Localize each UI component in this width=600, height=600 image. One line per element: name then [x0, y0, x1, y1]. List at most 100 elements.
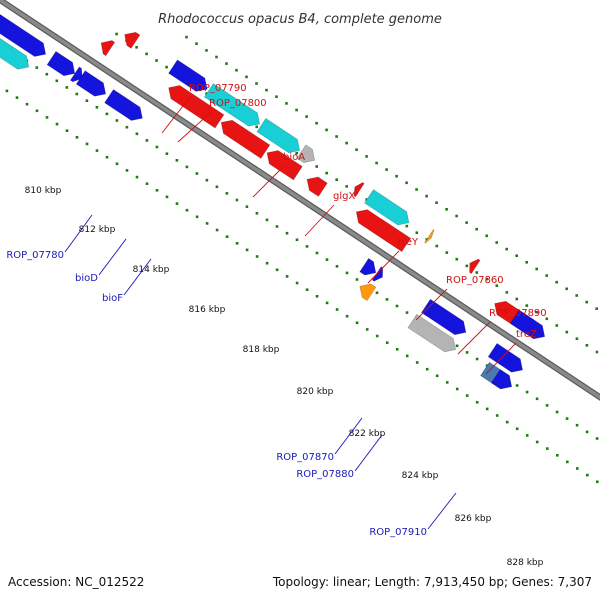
gene-arrow[interactable]	[421, 298, 467, 336]
gene-label[interactable]: ROP_07780	[6, 250, 64, 261]
gene-label[interactable]: bioF	[102, 293, 123, 304]
tick-dot	[455, 214, 458, 218]
tick-dot	[405, 224, 409, 228]
gene-arrow[interactable]	[124, 31, 141, 49]
tick-dot	[95, 149, 99, 152]
tick-dot	[485, 364, 489, 367]
tick-dot	[5, 89, 9, 93]
gene-arrow[interactable]	[0, 5, 30, 70]
tick-dot	[385, 341, 389, 344]
tick-dot	[205, 49, 208, 52]
gene-label[interactable]: ROP_07800	[209, 98, 267, 109]
tick-dot	[295, 151, 298, 155]
tick-dot	[475, 357, 479, 361]
tick-dot	[525, 434, 529, 437]
gene-arrow[interactable]	[168, 59, 208, 92]
tick-dot	[445, 381, 449, 384]
gene-label-leader	[177, 111, 212, 143]
gene-label[interactable]: bioA	[283, 152, 305, 163]
tick-dot	[555, 410, 559, 414]
tick-dot	[475, 401, 479, 404]
tick-dot	[555, 324, 559, 327]
tick-dot	[195, 172, 199, 175]
gene-label[interactable]: treY	[398, 237, 419, 248]
tick-dot	[315, 165, 318, 168]
tick-dot	[95, 106, 99, 109]
gene-label[interactable]: ROP_07880	[296, 469, 354, 480]
tick-dot	[35, 66, 39, 69]
gene-arrow[interactable]	[353, 182, 365, 198]
gene-arrow[interactable]	[359, 257, 377, 276]
gene-label[interactable]: ROP_07890	[489, 308, 547, 319]
gene-label[interactable]: bioD	[75, 273, 98, 284]
tick-dot	[445, 208, 448, 211]
gene-arrow[interactable]	[487, 342, 523, 373]
tick-dot	[275, 225, 279, 228]
tick-dot	[135, 46, 138, 49]
tick-dot	[335, 178, 338, 181]
tick-dot	[575, 337, 579, 340]
gene-arrow[interactable]	[69, 66, 83, 83]
gene-arrow[interactable]	[364, 189, 410, 226]
gene-arrow[interactable]	[266, 150, 303, 181]
tick-dot	[555, 280, 558, 284]
tick-dot	[215, 228, 219, 232]
tick-dot	[245, 75, 248, 79]
gene-arrow[interactable]	[0, 0, 47, 57]
tick-dot	[265, 88, 268, 92]
tick-dot	[315, 121, 318, 125]
gene-arrow[interactable]	[100, 40, 116, 57]
gene-arrow[interactable]	[490, 369, 512, 390]
gene-label[interactable]: ROP_07870	[276, 452, 334, 463]
gene-label[interactable]: glgX	[333, 191, 355, 202]
tick-dot	[65, 86, 69, 89]
tick-dot	[75, 92, 79, 96]
tick-dot	[275, 268, 279, 272]
gene-arrow[interactable]	[407, 313, 457, 353]
scale-tick-label: 828 kbp	[507, 558, 544, 568]
tick-dot	[485, 234, 488, 238]
gene-arrow[interactable]	[469, 258, 481, 275]
gene-arrow[interactable]	[203, 83, 261, 127]
tick-dot	[255, 255, 259, 258]
gene-arrow[interactable]	[424, 228, 435, 244]
gene-arrow[interactable]	[75, 70, 107, 97]
tick-dot	[435, 374, 439, 378]
tick-dot	[475, 227, 478, 231]
gene-label-leader	[334, 417, 363, 455]
tick-dot	[515, 297, 519, 301]
gene-label-leader	[485, 342, 517, 375]
gene-label[interactable]: ROP_07860	[446, 275, 504, 286]
tick-dot	[445, 251, 449, 254]
gene-arrow[interactable]	[168, 85, 225, 129]
gene-arrow[interactable]	[46, 50, 76, 77]
tick-dot	[415, 188, 418, 191]
gene-arrow[interactable]	[256, 117, 301, 154]
tick-dot	[585, 344, 589, 347]
tick-dot	[25, 102, 29, 106]
gene-label[interactable]: treZ	[516, 329, 537, 340]
backbone-line	[0, 0, 600, 400]
gene-arrow[interactable]	[359, 283, 377, 302]
tick-dot	[545, 317, 549, 321]
tick-dot	[455, 257, 459, 261]
gene-label[interactable]: ROP_07790	[189, 83, 247, 94]
gene-label[interactable]: ROP_07910	[369, 527, 427, 538]
tick-dot	[345, 141, 348, 145]
tick-dot	[315, 295, 319, 298]
scale-tick-label: 810 kbp	[25, 186, 62, 196]
gene-label-leader	[367, 250, 400, 284]
gene-arrow[interactable]	[509, 309, 546, 340]
tick-dot	[355, 278, 359, 281]
tick-dot	[45, 116, 49, 119]
gene-arrow[interactable]	[306, 176, 328, 197]
gene-arrow[interactable]	[355, 209, 412, 253]
tick-dot	[235, 68, 238, 72]
gene-arrow[interactable]	[296, 144, 316, 164]
tick-dot	[596, 480, 599, 484]
gene-arrow[interactable]	[220, 119, 271, 159]
tick-dot	[345, 185, 348, 188]
gene-arrow[interactable]	[104, 89, 143, 121]
tick-dot	[395, 348, 399, 351]
